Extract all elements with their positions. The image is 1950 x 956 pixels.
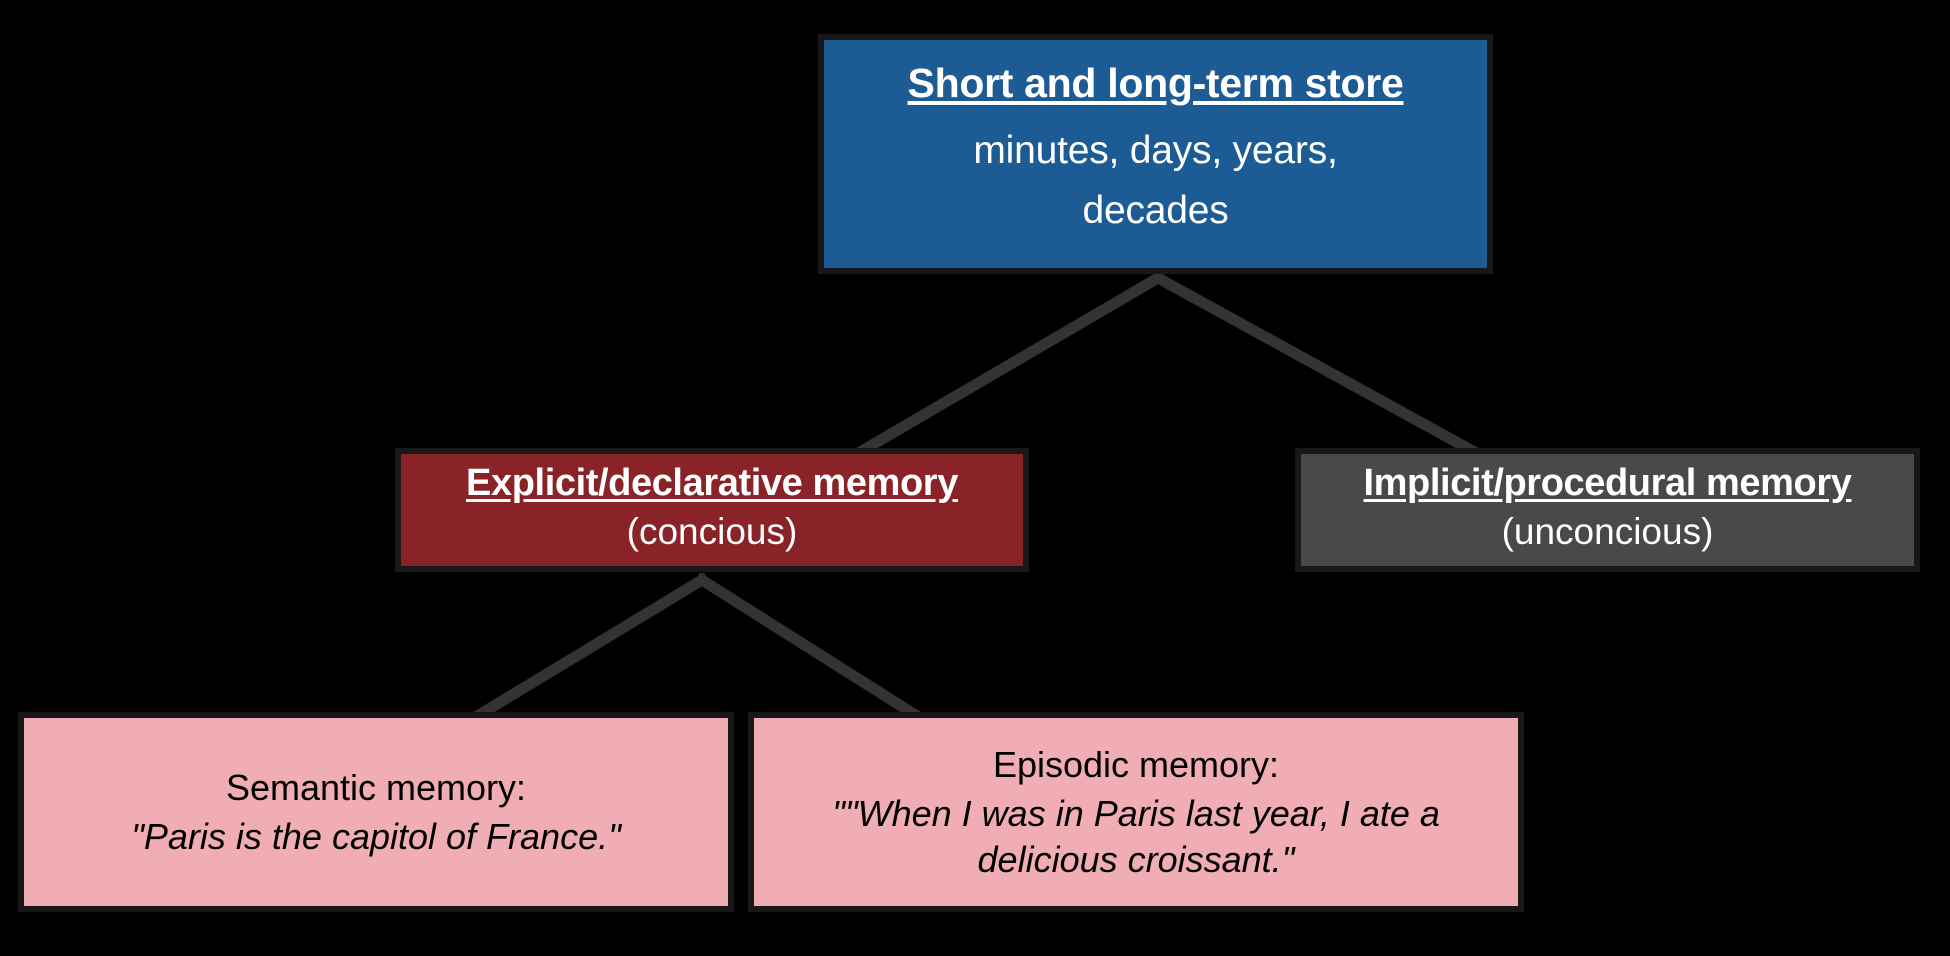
node-explicit-title: Explicit/declarative memory [466,461,958,504]
edge-root-to-explicit [847,270,1166,463]
node-implicit-procedural-memory[interactable]: Implicit/procedural memory (unconcious) [1295,448,1920,572]
node-episodic-memory[interactable]: Episodic memory: ""When I was in Paris l… [748,712,1524,912]
node-episodic-lead: Episodic memory: [992,743,1280,785]
edge-explicit-to-semantic [466,572,710,726]
node-implicit-subtitle: (unconcious) [1501,511,1714,553]
node-root-title: Short and long-term store [907,59,1404,106]
node-semantic-memory[interactable]: Semantic memory: "Paris is the capitol o… [18,712,734,912]
node-semantic-quote: "Paris is the capitol of France." [131,815,621,857]
edge-root-to-implicit [1150,270,1488,463]
node-explicit-subtitle: (concious) [626,511,798,553]
edge-explicit-to-episodic [694,572,928,726]
node-root-subtitle: minutes, days, years, decades [973,128,1338,232]
node-explicit-declarative-memory[interactable]: Explicit/declarative memory (concious) [395,448,1029,572]
node-short-and-long-term-store[interactable]: Short and long-term store minutes, days,… [818,34,1493,274]
node-semantic-lead: Semantic memory: [225,766,527,808]
node-episodic-quote: ""When I was in Paris last year, I ate a… [832,792,1440,880]
node-implicit-title: Implicit/procedural memory [1363,461,1852,504]
